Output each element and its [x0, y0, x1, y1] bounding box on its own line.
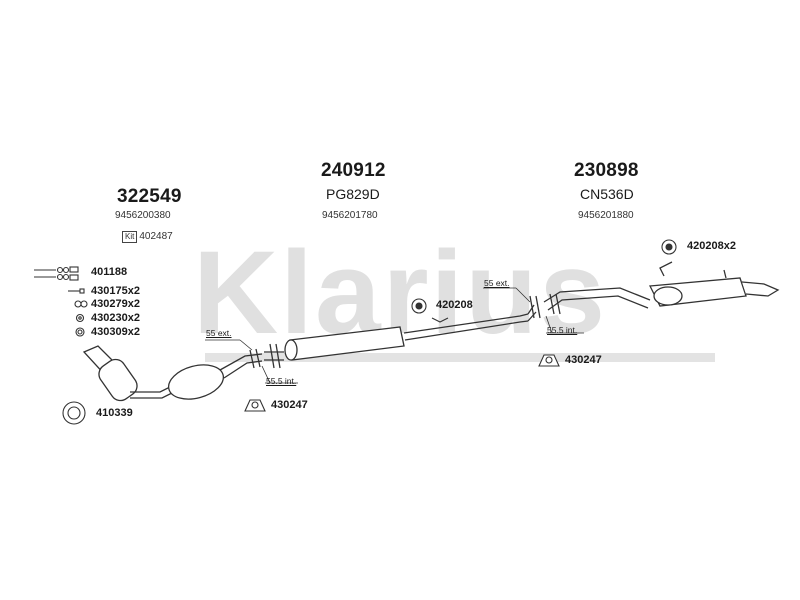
oe-number: 9456201880: [578, 210, 634, 221]
gasket-ring-icon: [62, 401, 86, 425]
assembly-number[interactable]: 240912: [321, 160, 386, 181]
fitting-part-label[interactable]: 430247: [271, 399, 308, 411]
dimension-line: [261, 365, 271, 384]
fitting-part-label[interactable]: 430279x2: [91, 298, 140, 310]
assembly-code: CN536D: [580, 186, 634, 202]
dimension-annotation: 55.5 int.: [547, 325, 578, 335]
spring-icon: [75, 327, 85, 337]
bolt-icon: [34, 266, 79, 281]
fitting-part-label[interactable]: 430247: [565, 354, 602, 366]
fitting-part-label[interactable]: 420208: [436, 299, 473, 311]
fitting-part-label[interactable]: 430230x2: [91, 312, 140, 324]
centre-silencer[interactable]: [264, 295, 541, 369]
assembly-number[interactable]: 230898: [574, 160, 639, 181]
oe-number: 9456200380: [115, 210, 171, 221]
rear-silencer[interactable]: [543, 261, 780, 315]
fitting-part-label[interactable]: 430309x2: [91, 326, 140, 338]
rubber-mount-icon: [661, 239, 677, 255]
fitting-part-label[interactable]: 420208x2: [687, 240, 736, 252]
stud-icon: [68, 288, 85, 294]
dimension-line: [515, 287, 531, 303]
watermark-bar: [205, 353, 715, 362]
nut-icon: [74, 300, 88, 308]
washer-icon: [75, 313, 85, 323]
kit-number: 402487: [139, 231, 173, 242]
dimension-line: [545, 315, 553, 334]
kit-badge: Kit: [122, 231, 138, 243]
dimension-line: [239, 339, 253, 351]
clamp-icon: [244, 399, 266, 412]
dimension-annotation: 55 ext.: [484, 278, 510, 288]
assembly-number[interactable]: 322549: [117, 186, 182, 207]
fitting-part-label[interactable]: 430175x2: [91, 285, 140, 297]
dimension-annotation: 55 ext.: [206, 328, 232, 338]
fitting-part-label[interactable]: 410339: [96, 407, 133, 419]
clamp-icon: [538, 354, 560, 367]
oe-number: 9456201780: [322, 210, 378, 221]
dimension-annotation: 55.5 int.: [266, 376, 297, 386]
assembly-code: PG829D: [326, 186, 380, 202]
rubber-mount-icon: [411, 298, 449, 323]
fitting-part-label[interactable]: 401188: [91, 266, 128, 278]
catalytic-converter-pipe[interactable]: [82, 345, 263, 405]
